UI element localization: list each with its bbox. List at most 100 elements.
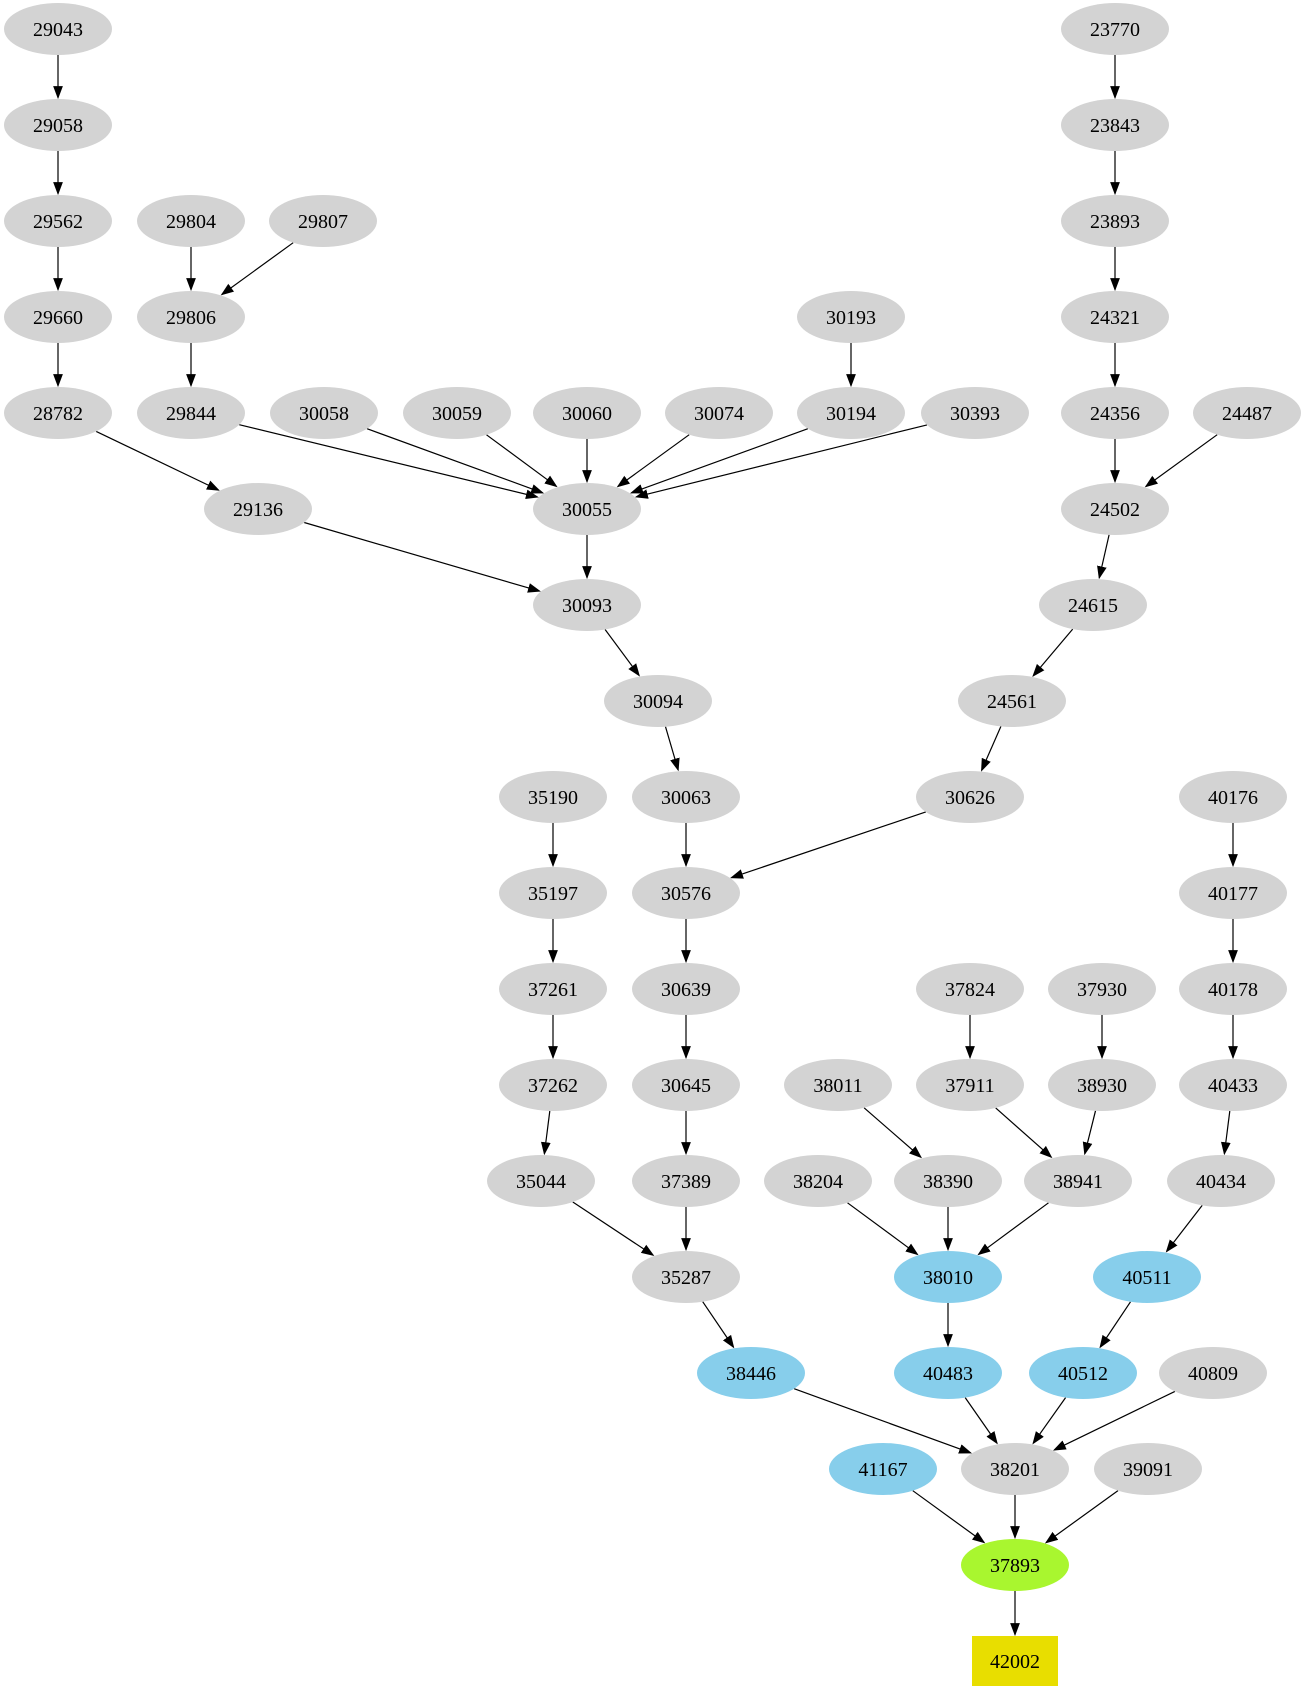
node-label: 23770: [1090, 19, 1140, 41]
node-ellipse-shape: [499, 1059, 607, 1111]
node-40809: 40809: [1159, 1347, 1267, 1399]
edge-40433-40434: [1220, 1110, 1231, 1156]
node-35044: 35044: [487, 1155, 595, 1207]
node-label: 30074: [694, 403, 744, 425]
node-ellipse-shape: [403, 387, 511, 439]
node-label: 30055: [562, 499, 612, 521]
edge-38446-38201: [793, 1388, 973, 1454]
node-label: 38010: [923, 1267, 973, 1289]
edges-layer: [53, 55, 1238, 1637]
node-30058: 30058: [270, 387, 378, 439]
node-label: 30063: [661, 787, 711, 809]
node-label: 30639: [661, 979, 711, 1001]
edge-30059-30055: [486, 434, 558, 488]
node-ellipse-shape: [921, 387, 1029, 439]
node-ellipse-shape: [632, 867, 740, 919]
edge-24487-24502: [1144, 434, 1218, 488]
node-30074: 30074: [665, 387, 773, 439]
node-label: 40433: [1208, 1075, 1258, 1097]
edge-35044-35287: [572, 1201, 655, 1256]
node-38010: 38010: [894, 1251, 1002, 1303]
node-30060: 30060: [533, 387, 641, 439]
node-38446: 38446: [697, 1347, 805, 1399]
node-24502: 24502: [1061, 483, 1169, 535]
edge-39091-37893: [1044, 1490, 1119, 1544]
node-label: 40178: [1208, 979, 1258, 1001]
node-ellipse-shape: [1094, 1443, 1202, 1495]
node-ellipse-shape: [961, 1443, 1069, 1495]
node-23770: 23770: [1061, 3, 1169, 55]
node-label: 38011: [813, 1075, 862, 1097]
edge-38941-38010: [977, 1202, 1049, 1256]
node-label: 30193: [826, 307, 876, 329]
node-37389: 37389: [632, 1155, 740, 1207]
node-24321: 24321: [1061, 291, 1169, 343]
node-label: 29562: [33, 211, 83, 233]
node-40177: 40177: [1179, 867, 1287, 919]
node-ellipse-shape: [632, 1059, 740, 1111]
node-30193: 30193: [797, 291, 905, 343]
node-37262: 37262: [499, 1059, 607, 1111]
node-ellipse-shape: [1061, 483, 1169, 535]
node-label: 37824: [945, 979, 995, 1001]
node-label: 30194: [826, 403, 876, 425]
node-label: 35197: [528, 883, 578, 905]
node-30639: 30639: [632, 963, 740, 1015]
node-38941: 38941: [1024, 1155, 1132, 1207]
node-ellipse-shape: [764, 1155, 872, 1207]
edge-29844-30055: [239, 424, 539, 500]
node-label: 29043: [33, 19, 83, 41]
node-label: 30060: [562, 403, 612, 425]
node-29807: 29807: [269, 195, 377, 247]
node-label: 38390: [923, 1171, 973, 1193]
node-label: 30576: [661, 883, 711, 905]
node-label: 23893: [1090, 211, 1140, 233]
edge-38930-38941: [1082, 1110, 1097, 1156]
node-label: 35190: [528, 787, 578, 809]
node-24615: 24615: [1039, 579, 1147, 631]
node-ellipse-shape: [499, 867, 607, 919]
edge-37262-35044: [540, 1110, 551, 1156]
node-label: 40809: [1188, 1363, 1238, 1385]
node-ellipse-shape: [916, 1059, 1024, 1111]
node-ellipse-shape: [1159, 1347, 1267, 1399]
edge-24502-24615: [1097, 534, 1110, 580]
node-ellipse-shape: [829, 1443, 937, 1495]
node-37930: 37930: [1048, 963, 1156, 1015]
node-ellipse-shape: [894, 1347, 1002, 1399]
node-label: 30645: [661, 1075, 711, 1097]
node-ellipse-shape: [1024, 1155, 1132, 1207]
node-ellipse-shape: [1061, 3, 1169, 55]
edge-30393-30055: [634, 424, 928, 499]
edge-41167-37893: [912, 1490, 986, 1544]
node-label: 40434: [1196, 1171, 1246, 1193]
node-30055: 30055: [533, 483, 641, 535]
node-label: 24615: [1068, 595, 1118, 617]
node-label: 40483: [923, 1363, 973, 1385]
edge-28782-29136: [95, 430, 220, 491]
node-label: 38446: [726, 1363, 776, 1385]
node-ellipse-shape: [487, 1155, 595, 1207]
node-ellipse-shape: [1179, 867, 1287, 919]
node-ellipse-shape: [632, 963, 740, 1015]
node-label: 38201: [990, 1459, 1040, 1481]
node-29058: 29058: [4, 99, 112, 151]
node-40434: 40434: [1167, 1155, 1275, 1207]
node-label: 39091: [1123, 1459, 1173, 1481]
node-label: 41167: [858, 1459, 907, 1481]
node-29804: 29804: [137, 195, 245, 247]
node-24561: 24561: [958, 675, 1066, 727]
node-label: 40177: [1208, 883, 1258, 905]
node-label: 30094: [633, 691, 683, 713]
node-38204: 38204: [764, 1155, 872, 1207]
node-label: 24502: [1090, 499, 1140, 521]
node-label: 24321: [1090, 307, 1140, 329]
node-37824: 37824: [916, 963, 1024, 1015]
node-ellipse-shape: [1048, 963, 1156, 1015]
node-ellipse-shape: [1061, 99, 1169, 151]
node-label: 40511: [1122, 1267, 1171, 1289]
node-40483: 40483: [894, 1347, 1002, 1399]
node-42002: 42002: [972, 1636, 1058, 1686]
node-label: 24356: [1090, 403, 1140, 425]
